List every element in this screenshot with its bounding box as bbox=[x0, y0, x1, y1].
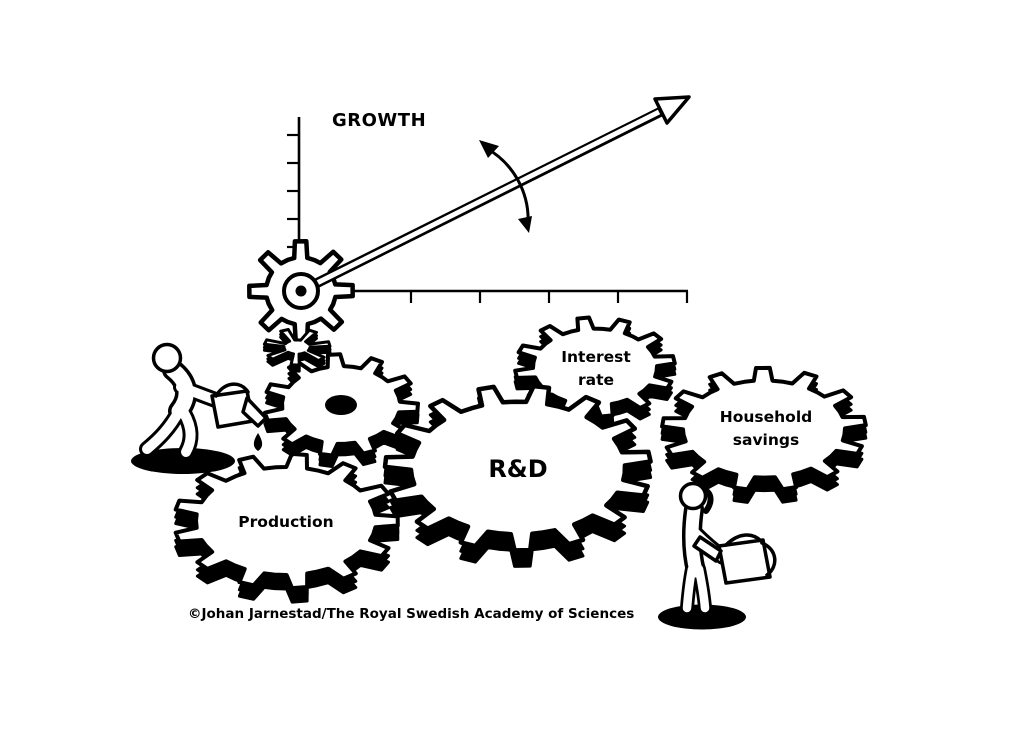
growth-axis-label: GROWTH bbox=[332, 110, 426, 131]
production-gear-face bbox=[173, 451, 400, 591]
left-can-spout bbox=[241, 396, 268, 428]
interest-rate-gear-icon bbox=[513, 315, 677, 429]
right-can-spout bbox=[692, 535, 723, 563]
right-can-top-handle bbox=[724, 533, 763, 547]
right-person-head bbox=[678, 481, 708, 511]
right-watering-can-icon bbox=[692, 533, 777, 585]
rotation-arrowhead-up-icon bbox=[479, 140, 499, 158]
rotation-arc bbox=[485, 146, 530, 225]
household-savings-label-line1: Household bbox=[720, 408, 813, 426]
left-person-shadow bbox=[131, 448, 235, 474]
household-savings-gear-face bbox=[660, 365, 868, 492]
left-person-front-leg-fill bbox=[142, 406, 184, 454]
left-person-head bbox=[151, 342, 183, 374]
pivot-hub-dot bbox=[295, 285, 307, 297]
pivot-hub bbox=[282, 272, 320, 310]
rnd-gear-face bbox=[382, 383, 653, 553]
interest-rate-label-line1: Interest bbox=[561, 348, 631, 366]
right-person-front-leg-fill bbox=[682, 564, 697, 613]
gears-layer bbox=[173, 315, 868, 604]
idler-gear-hub bbox=[325, 395, 357, 415]
spindle-gear-icon bbox=[262, 328, 332, 373]
right-can-body bbox=[717, 538, 772, 585]
production-gear-icon bbox=[173, 451, 400, 604]
production-gear-label: Production bbox=[238, 513, 333, 531]
left-can-handle bbox=[214, 382, 250, 398]
credit-line: ©Johan Jarnestad/The Royal Swedish Acade… bbox=[188, 606, 634, 622]
household-savings-label-line2: savings bbox=[733, 431, 799, 449]
lever-arrowhead-icon bbox=[653, 95, 691, 125]
household-savings-gear-icon bbox=[660, 365, 868, 504]
water-drop-icon bbox=[253, 433, 263, 451]
figures-layer bbox=[131, 342, 777, 630]
rnd-gear-label: R&D bbox=[488, 455, 547, 483]
idler-gear-icon bbox=[262, 352, 420, 468]
rotation-arrowhead-down-icon bbox=[518, 216, 532, 233]
lever-shaft-fill bbox=[301, 109, 661, 293]
spindle-gear-face bbox=[262, 328, 332, 367]
left-watering-can-icon bbox=[210, 382, 268, 429]
interest-rate-label-line2: rate bbox=[578, 371, 614, 389]
left-person-back-leg-fill bbox=[179, 408, 196, 457]
right-can-side-handle bbox=[760, 541, 777, 577]
right-person-shadow bbox=[658, 604, 746, 630]
interest-rate-gear-face bbox=[513, 315, 677, 419]
rotation-direction-arrow-icon bbox=[479, 140, 532, 233]
left-person-figure bbox=[131, 342, 268, 474]
right-person-back-leg-fill bbox=[694, 564, 710, 613]
labels-layer: GROWTH Production R&D Interest rate Hous… bbox=[188, 110, 812, 622]
rnd-gear-icon bbox=[382, 383, 653, 568]
growth-lever-arrow-icon bbox=[296, 95, 691, 296]
right-person-figure bbox=[658, 481, 777, 630]
